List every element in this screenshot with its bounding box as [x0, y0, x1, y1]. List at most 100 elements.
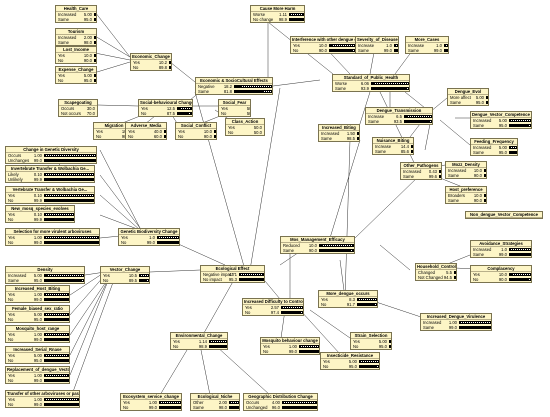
probability-bar [44, 274, 84, 277]
node-non-dengue-vc[interactable]: Non_dengue_Vector_Competence [465, 211, 543, 219]
state-label: No [353, 344, 359, 349]
state-label: Increase [368, 114, 385, 119]
state-probability: 50.0 [246, 111, 250, 116]
probability-bar-fill [235, 86, 242, 87]
node-title: Host_preference [446, 187, 486, 193]
state-probability: 99.9 [33, 198, 42, 203]
node-state-row: Yes 2.57 [243, 305, 303, 310]
node-title: Increased_Dengue_Virulence [421, 314, 491, 320]
state-probability: 2.57 [270, 305, 279, 310]
state-probability: 85.6 [400, 149, 409, 154]
probability-bar-fill [395, 50, 398, 51]
node-transfer-arbo[interactable]: Transfer of other arboviruses or para...… [5, 390, 80, 408]
state-probability: 89.8 [158, 65, 167, 70]
probability-bar [411, 145, 413, 148]
state-probability: 99.0 [33, 158, 42, 163]
probability-bar [264, 131, 265, 134]
probability-bar [234, 90, 272, 93]
node-vertebrate[interactable]: Vertebrate Transfer & Wolbachia Ge...Yes… [5, 186, 95, 204]
node-title: Female_biased_sex_ratio [6, 306, 69, 312]
probability-bar [359, 360, 379, 363]
probability-bar-fill [360, 361, 361, 362]
node-title: Transfer of other arboviruses or para... [6, 391, 79, 397]
node-title: Complacency [471, 266, 531, 272]
probability-bar [44, 173, 94, 176]
state-probability: 99.0 [33, 337, 42, 342]
node-invertebrate[interactable]: Invertebrate Transfer & Wolbachia Ge...L… [5, 165, 95, 183]
probability-bar [44, 318, 69, 321]
node-interference[interactable]: Interference with other dengue contro...… [290, 36, 358, 54]
probability-bar-fill [358, 304, 375, 305]
probability-bar [509, 151, 517, 154]
node-title: Dengue_Evol [448, 89, 488, 95]
state-label: Yes [245, 305, 252, 310]
state-label: Same [193, 405, 204, 410]
state-label: Increased [58, 12, 77, 17]
probability-bar-fill [405, 116, 407, 117]
node-title: Dengue_Transmission [366, 108, 432, 114]
node-title: Mozz_Density [446, 162, 486, 168]
state-label: Same [473, 252, 484, 257]
